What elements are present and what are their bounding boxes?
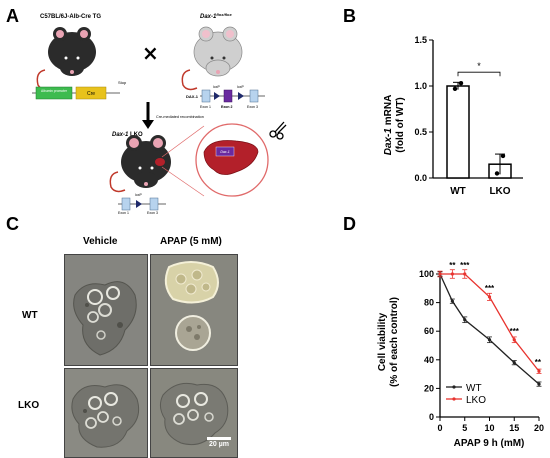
d-y-tick-label: 0 [429,412,434,422]
d-xlabel: APAP 9 h (mM) [454,438,525,449]
micrograph-lko-vehicle [64,368,148,458]
cre-label: Cre [87,91,95,97]
dax1-liver-label: Dax-1 [220,150,229,154]
recombination-label: Cre-mediated recombination [156,115,204,119]
loxp-label: loxP [237,85,244,89]
d-y-tick-label: 20 [424,383,434,393]
d-series-line [440,273,540,372]
panel-letter-a: A [6,6,19,26]
loxp-icon [238,92,244,100]
lko-row-label: LKO [18,400,40,411]
d-x-tick-label: 0 [437,423,442,433]
loxp-icon [136,200,142,208]
d-data-point [438,272,442,276]
d-data-point [487,295,492,299]
b-bar [446,85,470,179]
dax1-gene-label: DAX-1 [186,94,199,99]
panel-a: C57BL/6J-Alb-Cre TG Dax-1flox/flox × Alb… [0,0,330,215]
exon3-label: Exon 3 [147,211,158,215]
b-ylabel-2: (fold of WT) [395,97,406,153]
mouse-icon-black [36,27,96,91]
apap-label: APAP (5 mM) [160,236,222,247]
d-legend-marker [452,397,456,401]
b-y-tick-label: 1.0 [414,81,427,91]
d-data-point [512,338,516,342]
loxp-label: loxP [135,193,142,197]
d-significance-label: ** [535,358,542,367]
d-series-line [439,273,540,385]
d-significance-label: *** [510,327,520,336]
b-y-tick-label: 0.5 [414,127,427,137]
micrograph-wt-apap [150,254,238,366]
d-data-point [450,299,454,303]
panel-letter-d: D [343,214,356,234]
arrow-down-icon [142,120,154,129]
d-data-point [463,272,467,276]
d-data-point [463,318,467,322]
d-legend-label: LKO [466,395,486,406]
b-x-tick-label: WT [450,186,466,197]
scale-bar-label: 20 µm [209,441,229,448]
d-y-tick-label: 40 [424,355,434,365]
d-x-tick-label: 10 [484,423,494,433]
exon1-label: Exon 1 [200,105,211,109]
b-significance-label: * [477,61,481,71]
d-y-tick-label: 60 [424,326,434,336]
d-data-point [450,272,454,276]
stop-label: Stop [118,80,127,85]
exon2-label: Exon 2 [221,105,233,109]
exon1-label: Exon 1 [118,211,129,215]
dax1-deleted-box [215,146,235,157]
b-data-point [452,86,458,91]
scale-bar [207,437,231,440]
d-x-tick-label: 20 [534,423,544,433]
d-data-point [512,361,516,365]
albumin-label: Albumin promoter [41,89,68,93]
mouse2-label: Dax-1flox/flox [200,12,232,20]
loxp-label: loxP [213,85,220,89]
d-legend-marker [452,385,456,389]
d-legend-label: WT [466,383,482,394]
cross-sign: × [142,41,159,65]
d-significance-label: ** [449,261,456,270]
lko-mouse-label: Dax-1 LKO [112,132,143,138]
d-y-tick-label: 80 [424,298,434,308]
d-significance-label: *** [460,261,470,270]
d-ylabel: Cell viability [377,312,388,371]
d-data-point [537,382,541,386]
b-data-point [500,153,506,159]
b-x-tick-label: LKO [489,186,510,197]
b-data-point [458,81,464,86]
d-data-point [537,369,541,373]
b-significance-bracket [457,71,501,77]
panel-a-schematic: C57BL/6J-Alb-Cre TG Dax-1flox/flox × Alb… [32,12,287,215]
b-ylabel: Dax-1 mRNA [383,95,394,156]
d-x-tick-label: 15 [509,423,519,433]
d-significance-label: *** [485,284,495,293]
albumin-promoter-box [35,86,73,100]
b-data-point [494,171,500,176]
micrograph-wt-vehicle [64,254,148,366]
micrograph-lko-apap: 20 µm [150,368,238,458]
d-y-tick-label: 100 [419,269,434,279]
d-x-tick-label: 5 [462,423,467,433]
mouse-icon-grey [181,26,243,91]
wt-row-label: WT [22,310,38,321]
panel-b-chart: 0.0 0.5 1.0 1.5WT LKO * Dax-1 mRNA (fold of W… [383,35,523,197]
d-ylabel-2: (% of each control) [389,297,400,387]
panel-letter-c: C [6,214,19,234]
vehicle-label: Vehicle [83,236,118,247]
mouse1-label: C57BL/6J-Alb-Cre TG [40,14,101,20]
panel-c: Vehicle APAP (5 mM) WT LKO [0,232,330,458]
loxp-icon [214,92,220,100]
panel-letter-b: B [343,6,356,26]
d-data-point [487,338,492,342]
b-y-tick-label: 1.5 [414,35,427,45]
scissors-icon [269,121,287,140]
cre-box [75,86,107,100]
b-y-tick-label: 0.0 [414,173,427,183]
mouse-icon-lko [109,135,171,193]
exon3-label: Exon 3 [247,105,258,109]
